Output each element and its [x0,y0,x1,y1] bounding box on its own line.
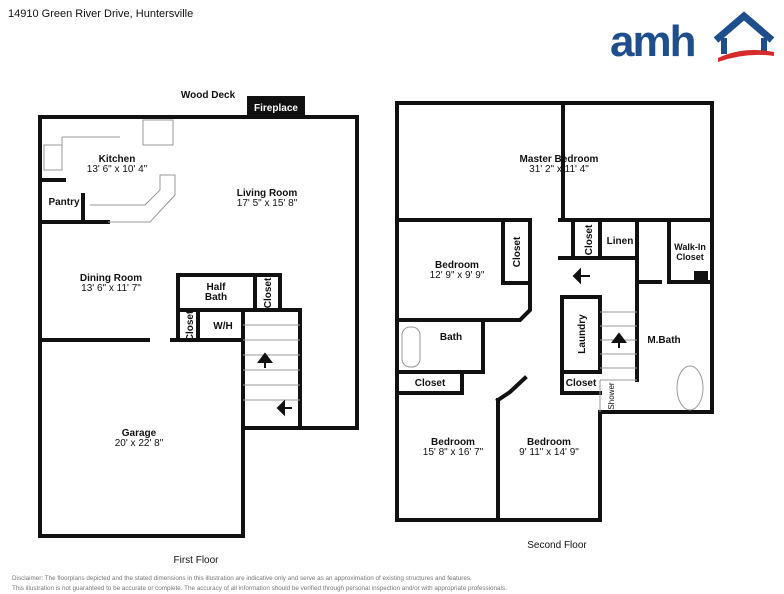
floor-plan: Fireplace Wood Deck Kitchen 13' 6" x 10'… [38,90,714,566]
first-floor-caption: First Floor [174,555,220,566]
bedroom2-dims: 15' 8" x 16' 7" [423,447,484,458]
stairs-left-arrow-icon [572,267,590,285]
disclaimer-line-2: This illustration is not guaranteed to b… [12,585,507,592]
master-bedroom-label: Master Bedroom [520,154,599,165]
closet-label-bedroom2: Closet [415,378,446,389]
dining-room-label: Dining Room [80,273,142,284]
master-bedroom-dims: 31' 2" x 11' 4" [529,164,589,175]
linen-label: Linen [607,236,634,247]
half-bath-label-2: Bath [205,292,227,303]
wh-label: W/H [213,321,232,332]
amh-logo: amh [610,11,775,66]
second-floor-walls [395,101,714,520]
wood-deck-label: Wood Deck [181,90,236,101]
kitchen-dims: 13' 6" x 10' 4" [87,164,148,175]
second-floor-caption: Second Floor [527,540,587,551]
bedroom3-dims: 9' 11" x 14' 9" [519,447,579,458]
walk-in-closet-label-2: Closet [676,252,704,262]
closet-label-hall: Closet [263,277,274,308]
stairs-up-arrow-icon [257,352,273,368]
laundry-label: Laundry [577,314,588,354]
property-address: 14910 Green River Drive, Huntersville [8,8,194,20]
closet-label-hall: Closet [584,224,595,255]
living-room-label: Living Room [237,188,298,199]
dining-room-dims: 13' 6" x 11' 7" [81,283,141,294]
fireplace [247,96,305,117]
bedroom1-label: Bedroom [435,260,479,271]
closet-label-bedroom1: Closet [512,236,523,267]
house-walls-icon [721,38,767,54]
bedroom3-label: Bedroom [527,437,571,448]
first-floor-walls [38,115,359,538]
swoosh-icon [718,50,774,62]
disclaimer-line-1: Disclaimer: The floorplans depicted and … [12,575,472,582]
closet-label-bedroom3: Closet [566,378,597,389]
bedroom1-dims: 12' 9" x 9' 9" [430,270,485,281]
stairs-left-arrow-icon [276,399,292,417]
kitchen-label: Kitchen [99,154,136,165]
garage-label: Garage [122,428,157,439]
fireplace-label: Fireplace [254,103,298,114]
living-room-dims: 17' 5" x 15' 8" [237,198,298,209]
master-bath-label: M.Bath [647,335,680,346]
bath-label: Bath [440,332,462,343]
closet-label-garage: Closet [185,310,196,341]
walk-in-closet-label-1: Walk-In [674,242,706,252]
half-bath-label-1: Half [207,282,227,293]
garage-dims: 20' x 22' 8" [115,438,164,449]
pantry-label: Pantry [48,197,80,208]
bedroom2-label: Bedroom [431,437,475,448]
house-roof-icon [713,11,775,43]
stairs-up-arrow-icon [611,332,627,348]
disclaimer: Disclaimer: The floorplans depicted and … [12,574,507,594]
shower-label: Shower [607,382,616,409]
logo-text: amh [610,17,695,66]
